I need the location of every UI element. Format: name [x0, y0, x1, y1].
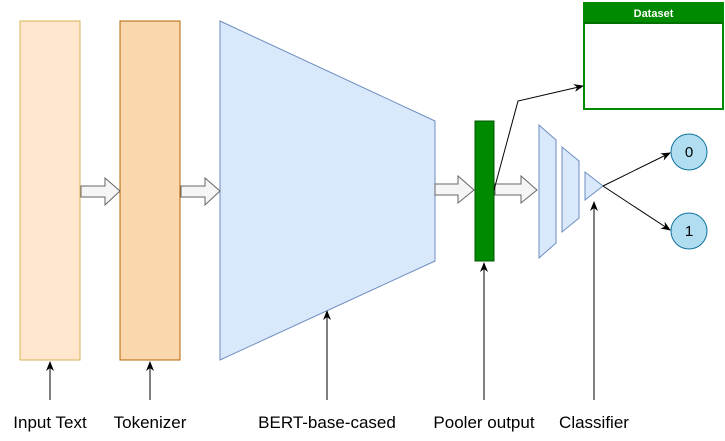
output-node-0: 0	[670, 133, 708, 171]
output-node-1: 1	[670, 212, 708, 250]
classifier-to-output-1-arrow	[602, 185, 671, 231]
flow-arrow-bert-to-pooler	[434, 174, 475, 205]
classifier-to-output-0-arrow	[602, 152, 671, 187]
input-text-block	[19, 20, 81, 361]
dataset-box: Dataset	[583, 2, 724, 110]
pooler-label: Pooler output	[433, 413, 534, 432]
pooler-to-dataset-connector	[493, 84, 584, 191]
flow-arrow-pooler-to-classifier	[494, 174, 538, 205]
bert-encoder-shape	[219, 20, 436, 361]
classifier-layer-1	[538, 123, 557, 260]
flow-arrow-tokenizer-to-bert	[180, 176, 221, 207]
bert-label: BERT-base-cased	[258, 413, 396, 432]
input-text-label: Input Text	[13, 413, 87, 432]
pooler-output-bar	[474, 120, 495, 262]
tokenizer-label: Tokenizer	[114, 413, 187, 432]
output-node-1-label: 1	[685, 223, 693, 240]
classifier-layer-3	[584, 170, 604, 202]
flow-arrow-input-to-tokenizer	[80, 176, 121, 207]
dataset-title: Dataset	[634, 8, 674, 20]
classifier-layer-2	[561, 145, 580, 234]
tokenizer-block	[119, 20, 181, 361]
classifier-label: Classifier	[559, 413, 629, 432]
output-node-0-label: 0	[685, 144, 693, 161]
